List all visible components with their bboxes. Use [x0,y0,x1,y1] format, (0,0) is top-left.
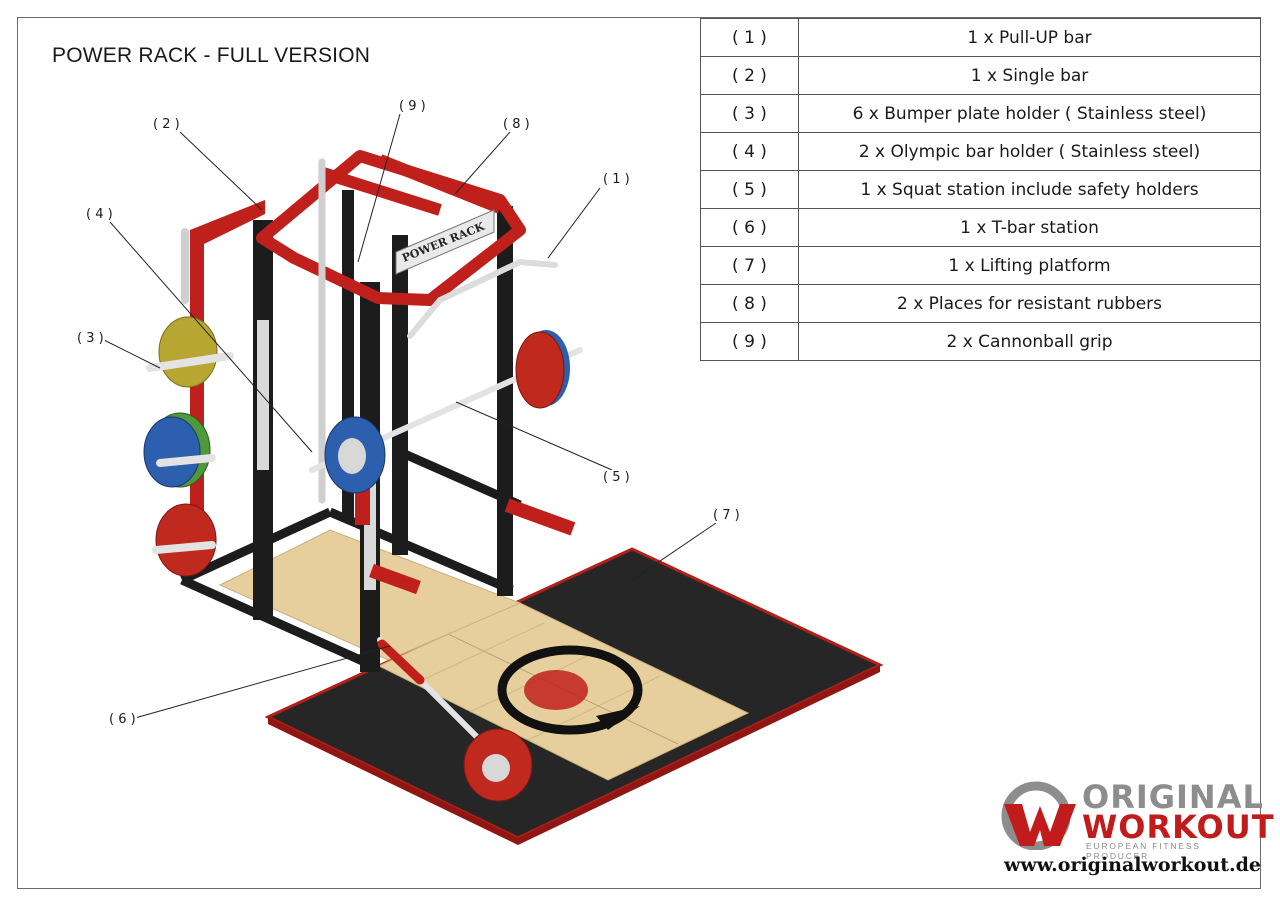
upright-holes [257,320,376,590]
callout-3: ( 3 ) [76,331,105,346]
drawing-frame [17,17,1261,889]
brand-name-line1: ORIGINAL [1082,778,1264,816]
table-row: ( 8 )2 x Places for resistant rubbers [700,284,1261,323]
callout-9: ( 9 ) [398,99,427,114]
part-number: ( 4 ) [700,132,799,171]
table-row: ( 3 )6 x Bumper plate holder ( Stainless… [700,94,1261,133]
part-number: ( 6 ) [700,208,799,247]
callout-4: ( 4 ) [85,207,114,222]
table-row: ( 6 )1 x T-bar station [700,208,1261,247]
callout-6: ( 6 ) [108,712,137,727]
part-description: 6 x Bumper plate holder ( Stainless stee… [798,94,1261,133]
part-description: 2 x Cannonball grip [798,322,1261,361]
callout-8: ( 8 ) [502,117,531,132]
part-description: 1 x T-bar station [798,208,1261,247]
table-row: ( 9 )2 x Cannonball grip [700,322,1261,361]
website-url: www.originalworkout.de [1004,854,1261,876]
brand-tagline: EUROPEAN FITNESS PRODUCER [1086,841,1201,861]
platform-logo [497,645,643,735]
part-description: 1 x Lifting platform [798,246,1261,285]
brand-name-line2: WORKOUT [1082,808,1275,846]
part-description: 1 x Pull-UP bar [798,18,1261,57]
part-number: ( 7 ) [700,246,799,285]
callout-2: ( 2 ) [152,117,181,132]
part-description: 2 x Places for resistant rubbers [798,284,1261,323]
bumper-plates-left [143,316,234,577]
part-description: 1 x Squat station include safety holders [798,170,1261,209]
part-number: ( 2 ) [700,56,799,95]
red-top-frame [256,150,526,306]
part-number: ( 3 ) [700,94,799,133]
parts-table: ( 1 )1 x Pull-UP bar ( 2 )1 x Single bar… [700,18,1261,361]
table-row: ( 5 )1 x Squat station include safety ho… [700,170,1261,209]
part-number: ( 5 ) [700,170,799,209]
rack-sign-plate [395,209,495,275]
callout-1: ( 1 ) [602,172,631,187]
table-row: ( 7 )1 x Lifting platform [700,246,1261,285]
olympic-bar-holder [181,158,326,504]
leader-lines [103,113,717,721]
pull-up-bar [407,258,558,339]
page-title: POWER RACK - FULL VERSION [52,44,371,67]
table-row: ( 1 )1 x Pull-UP bar [700,18,1261,57]
rack-sign: POWER RACK [400,220,486,265]
part-number: ( 1 ) [700,18,799,57]
callout-7: ( 7 ) [712,508,741,523]
part-number: ( 9 ) [700,322,799,361]
t-bar-station [377,637,533,802]
table-row: ( 4 )2 x Olympic bar holder ( Stainless … [700,132,1261,171]
callout-5: ( 5 ) [602,470,631,485]
brand-mark-icon [1001,781,1076,850]
brand-logo: ORIGINAL WORKOUT EUROPEAN FITNESS PRODUC… [998,778,1274,878]
squat-station [309,330,583,595]
